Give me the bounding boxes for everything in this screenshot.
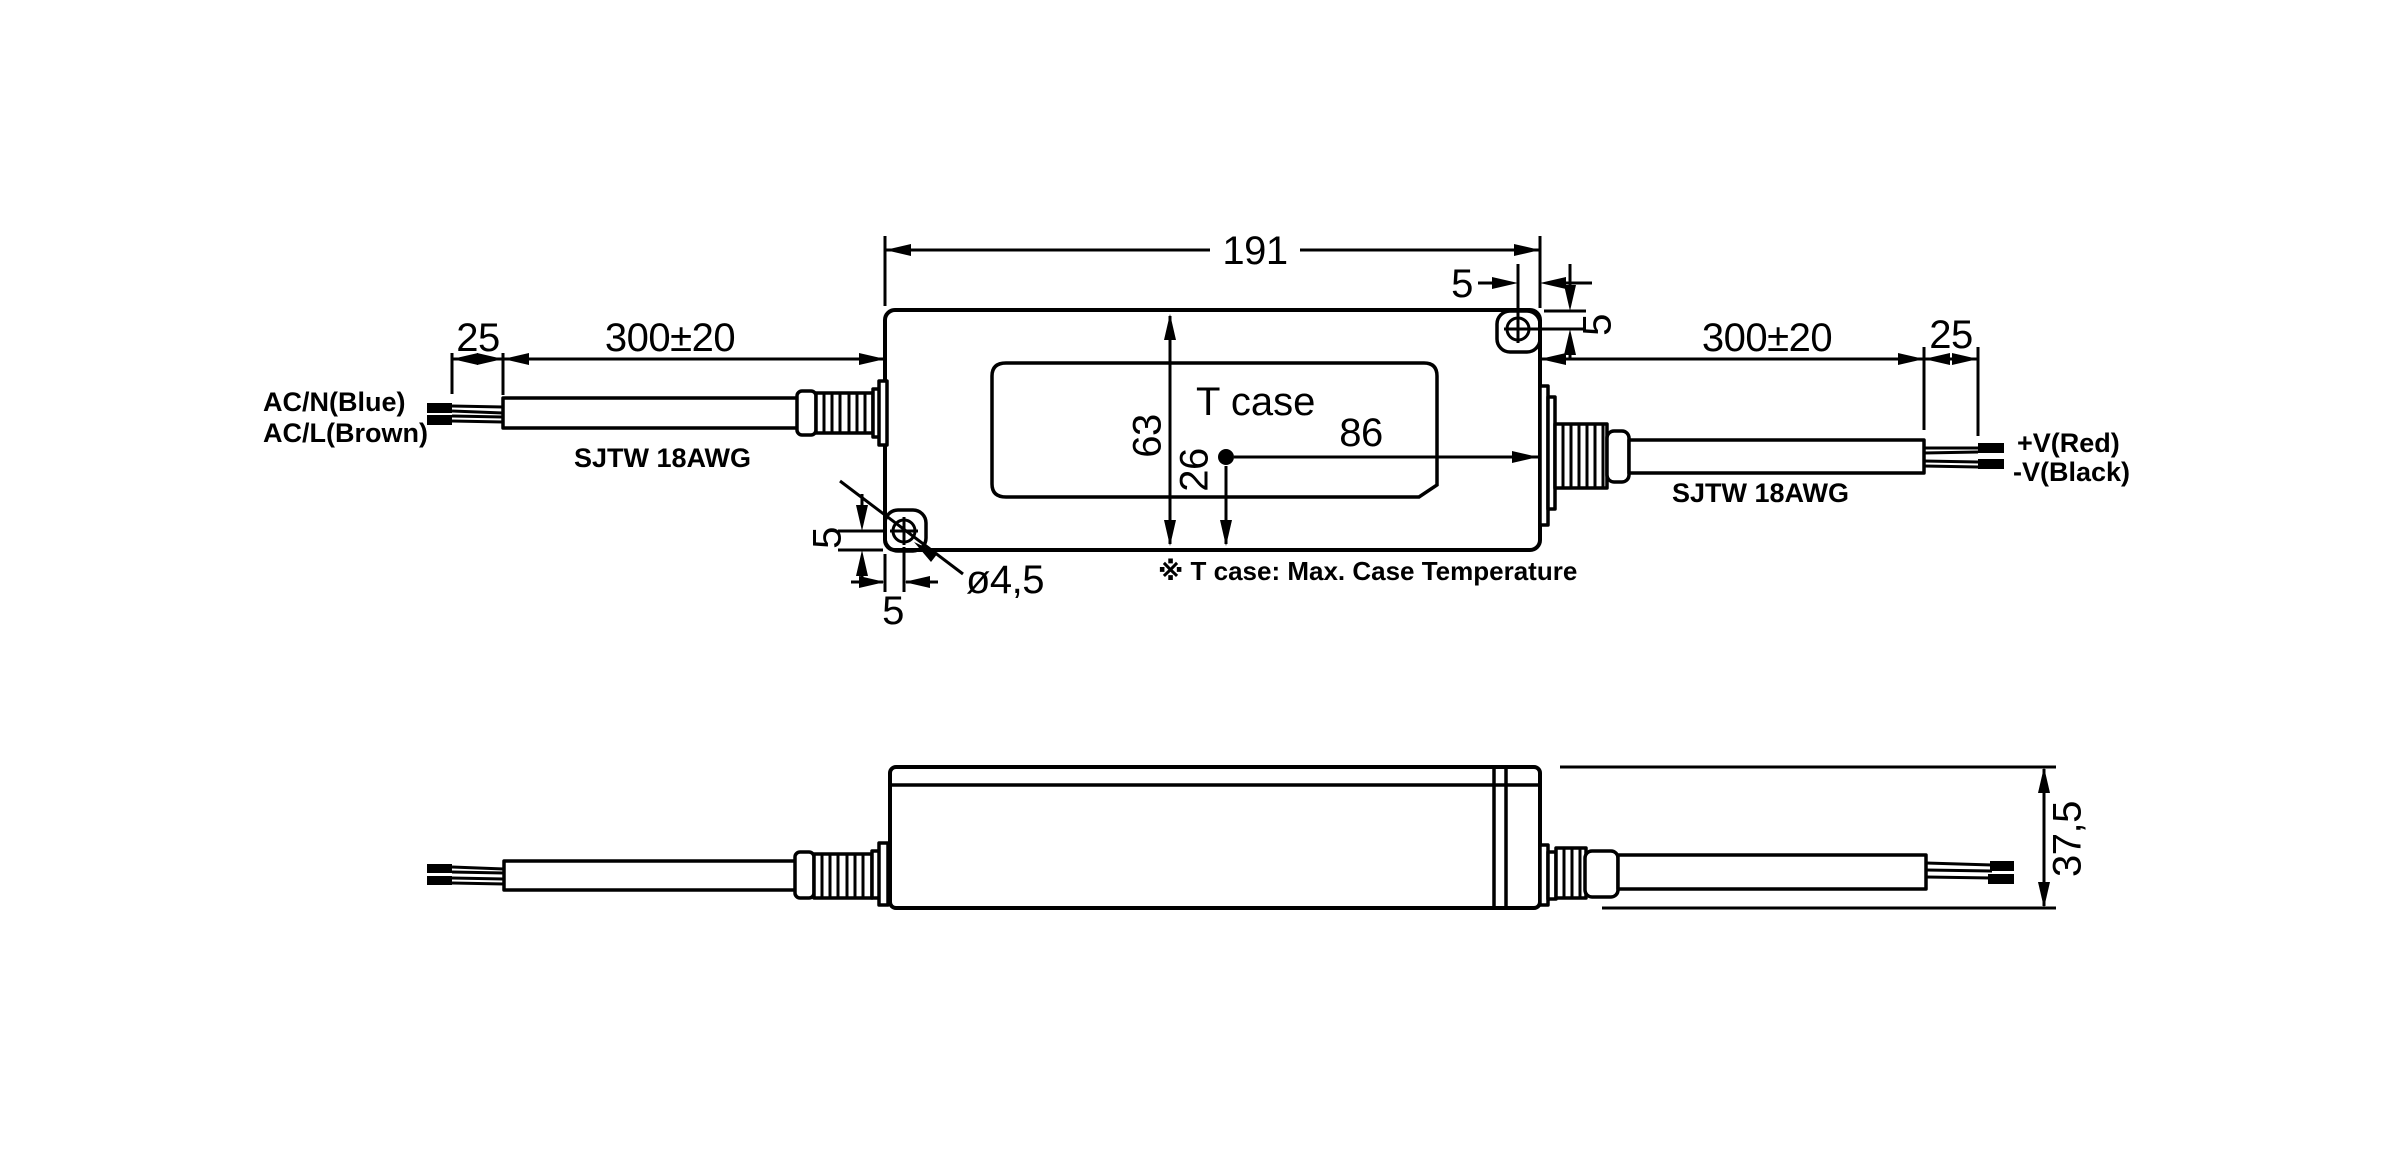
dim-26-value: 26 — [1173, 448, 1217, 492]
dim-length-input: 300±20 — [605, 316, 735, 360]
tcase-label: T case — [1196, 380, 1315, 424]
cable-jacket — [1616, 853, 1928, 891]
dim-ear-tr-x-value: 5 — [1451, 262, 1473, 306]
case-side-outline — [888, 765, 1542, 910]
input-cable-side — [427, 841, 890, 907]
side-view: 37,5 — [427, 765, 2090, 910]
output-wire-label-2: -V(Black) — [2013, 457, 2130, 487]
strain-relief-ribs — [812, 852, 874, 900]
dim-hole-dia-value: ø4,5 — [966, 558, 1044, 602]
dim-ear-bl-y: 5 — [806, 494, 883, 584]
dim-ear-bl-y-value: 5 — [806, 527, 850, 549]
strain-relief-ribs — [814, 391, 875, 435]
stripped-wires — [427, 403, 504, 425]
input-wire-label-2: AC/L(Brown) — [263, 418, 428, 448]
dim-86: 86 — [1234, 411, 1538, 463]
output-cable-type: SJTW 18AWG — [1672, 478, 1849, 508]
dim-37-5: 37,5 — [1560, 765, 2090, 910]
stripped-wires — [427, 864, 505, 886]
output-cable-top — [1538, 384, 2004, 527]
output-cable-side — [1538, 843, 2014, 907]
dim-length-output: 300±20 — [1702, 316, 1832, 360]
dim-strip-input: 25 — [456, 316, 500, 360]
label-window-outline — [990, 361, 1439, 499]
tcase-point — [1218, 449, 1234, 465]
top-view: 191 25 300±20 300±20 25 — [263, 229, 2130, 633]
dim-63-value: 63 — [1126, 414, 1170, 458]
dim-191: 191 — [883, 229, 1542, 308]
stripped-wires — [1923, 443, 2004, 469]
dim-input-cable: 25 300±20 — [450, 316, 885, 395]
dim-output-cable: 300±20 25 — [1540, 313, 1980, 436]
dim-37-5-value: 37,5 — [2046, 801, 2090, 877]
dim-ear-bl-x-value: 5 — [882, 589, 904, 633]
strain-relief-ribs — [1553, 422, 1609, 490]
strain-relief-ribs — [1554, 846, 1588, 900]
dim-ear-tr-y-value: 5 — [1576, 314, 1620, 336]
input-cable-top — [427, 379, 889, 447]
dim-hole-dia: ø4,5 — [839, 479, 1045, 602]
dim-strip-output: 25 — [1929, 313, 1973, 357]
cable-jacket — [1627, 438, 1926, 475]
dim-63: 63 — [1126, 314, 1176, 546]
dim-ear-tr-y: 5 — [1532, 264, 1620, 360]
dim-191-value: 191 — [1222, 229, 1287, 273]
tcase-note: ※ T case: Max. Case Temperature — [1158, 556, 1577, 586]
dim-26: 26 — [1173, 448, 1234, 546]
cable-jacket — [502, 859, 800, 892]
output-wire-label-1: +V(Red) — [2017, 428, 2120, 458]
input-wire-label-1: AC/N(Blue) — [263, 387, 406, 417]
dim-ear-bl-x: 5 — [851, 547, 938, 633]
stripped-wires — [1925, 861, 2014, 884]
cable-jacket — [501, 396, 801, 430]
input-cable-type: SJTW 18AWG — [574, 443, 751, 473]
case-body-outline — [883, 308, 1542, 552]
dim-86-value: 86 — [1339, 411, 1383, 455]
